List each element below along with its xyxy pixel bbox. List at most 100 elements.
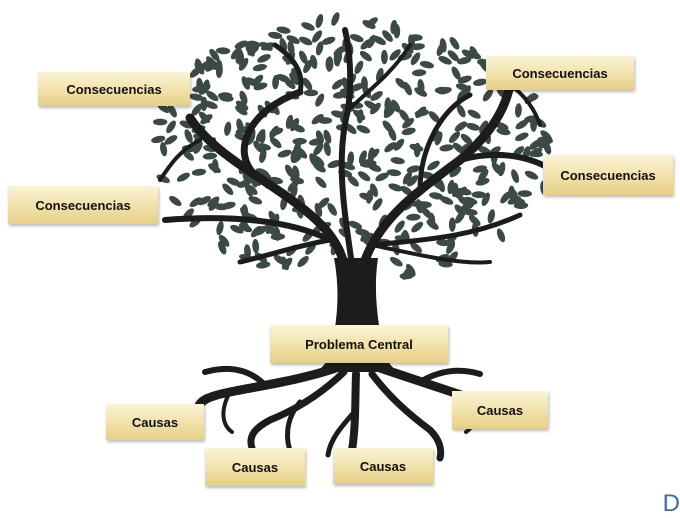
leaf xyxy=(395,77,407,90)
corner-mark: D xyxy=(662,490,680,517)
leaf xyxy=(291,124,305,133)
leaf xyxy=(454,121,468,132)
leaf xyxy=(276,74,290,83)
leaf xyxy=(280,256,290,271)
leaf xyxy=(402,267,412,280)
leaf xyxy=(269,137,282,149)
leaf xyxy=(496,228,506,243)
leaf xyxy=(448,217,456,232)
leaf xyxy=(394,220,405,233)
leaf xyxy=(414,109,429,117)
leaf xyxy=(311,114,324,125)
tree-branches xyxy=(158,27,558,275)
leaf xyxy=(315,41,324,56)
leaf xyxy=(460,133,473,145)
leaf xyxy=(500,191,511,204)
leaf xyxy=(417,79,425,94)
leaf xyxy=(451,66,461,80)
leaf xyxy=(349,34,364,43)
leaf xyxy=(299,36,313,46)
leaf xyxy=(241,76,251,90)
leaf xyxy=(226,177,241,186)
central-problem-box: Problema Central xyxy=(270,325,448,363)
leaf xyxy=(517,190,532,198)
leaf xyxy=(191,103,203,116)
leaf xyxy=(370,91,383,101)
leaf xyxy=(401,127,416,136)
leaf xyxy=(348,220,363,230)
leaf xyxy=(467,50,482,60)
leaf xyxy=(487,209,495,224)
leaf xyxy=(452,142,465,154)
leaf xyxy=(426,219,439,230)
leaf xyxy=(362,160,377,168)
leaf xyxy=(354,60,364,75)
leaf xyxy=(252,63,267,72)
leaf xyxy=(375,172,389,182)
leaf xyxy=(222,183,234,196)
leaf xyxy=(384,142,397,153)
leaf xyxy=(315,13,324,29)
leaf xyxy=(292,137,307,145)
leaf xyxy=(245,77,259,87)
leaf xyxy=(515,132,529,142)
leaf xyxy=(331,12,340,26)
leaf xyxy=(402,171,412,185)
leaf xyxy=(301,22,315,31)
leaf xyxy=(315,176,327,188)
consequence-box-mid-right: Consecuencias xyxy=(543,155,673,195)
leaf xyxy=(514,103,522,118)
leaf xyxy=(202,152,218,160)
consequence-box-top-right: Consecuencias xyxy=(486,56,634,90)
leaf xyxy=(372,35,386,46)
leaf xyxy=(388,183,403,192)
leaf xyxy=(439,196,454,205)
cause-box-right: Causas xyxy=(452,391,548,429)
leaf xyxy=(303,59,313,74)
leaf xyxy=(235,105,248,116)
leaf xyxy=(327,203,337,216)
leaf xyxy=(436,42,446,57)
leaf xyxy=(357,171,371,182)
leaf xyxy=(244,183,254,197)
leaf xyxy=(310,54,318,69)
leaf xyxy=(197,196,211,206)
leaf xyxy=(202,79,210,94)
leaf xyxy=(428,111,440,123)
leaf xyxy=(323,141,331,156)
leaf xyxy=(215,47,231,55)
leaf xyxy=(166,120,176,134)
leaf xyxy=(513,202,529,210)
leaf xyxy=(298,50,308,64)
leaf xyxy=(466,122,480,131)
leaf xyxy=(471,191,486,199)
leaf xyxy=(269,127,284,136)
leaf xyxy=(191,168,207,176)
leaf xyxy=(389,256,403,267)
leaf xyxy=(321,36,336,45)
leaf xyxy=(325,57,333,72)
leaf xyxy=(332,79,344,90)
leaf xyxy=(303,89,319,97)
leaf xyxy=(224,121,232,136)
leaf xyxy=(406,213,421,221)
leaf xyxy=(218,234,230,247)
leaf xyxy=(236,118,244,133)
leaf xyxy=(391,99,401,113)
leaf xyxy=(533,140,549,149)
leaf xyxy=(515,119,529,130)
leaf xyxy=(446,240,456,254)
leaf xyxy=(482,89,494,102)
leaf xyxy=(268,31,283,39)
leaf xyxy=(206,90,219,102)
leaf xyxy=(217,240,227,255)
leaf xyxy=(315,93,325,107)
cause-box-bottom-left: Causas xyxy=(205,448,305,486)
leaf xyxy=(189,197,203,208)
leaf xyxy=(388,127,397,141)
leaf xyxy=(393,24,401,39)
leaf xyxy=(238,223,253,233)
leaf xyxy=(463,196,478,205)
leaf xyxy=(410,52,421,66)
leaf xyxy=(434,86,450,94)
